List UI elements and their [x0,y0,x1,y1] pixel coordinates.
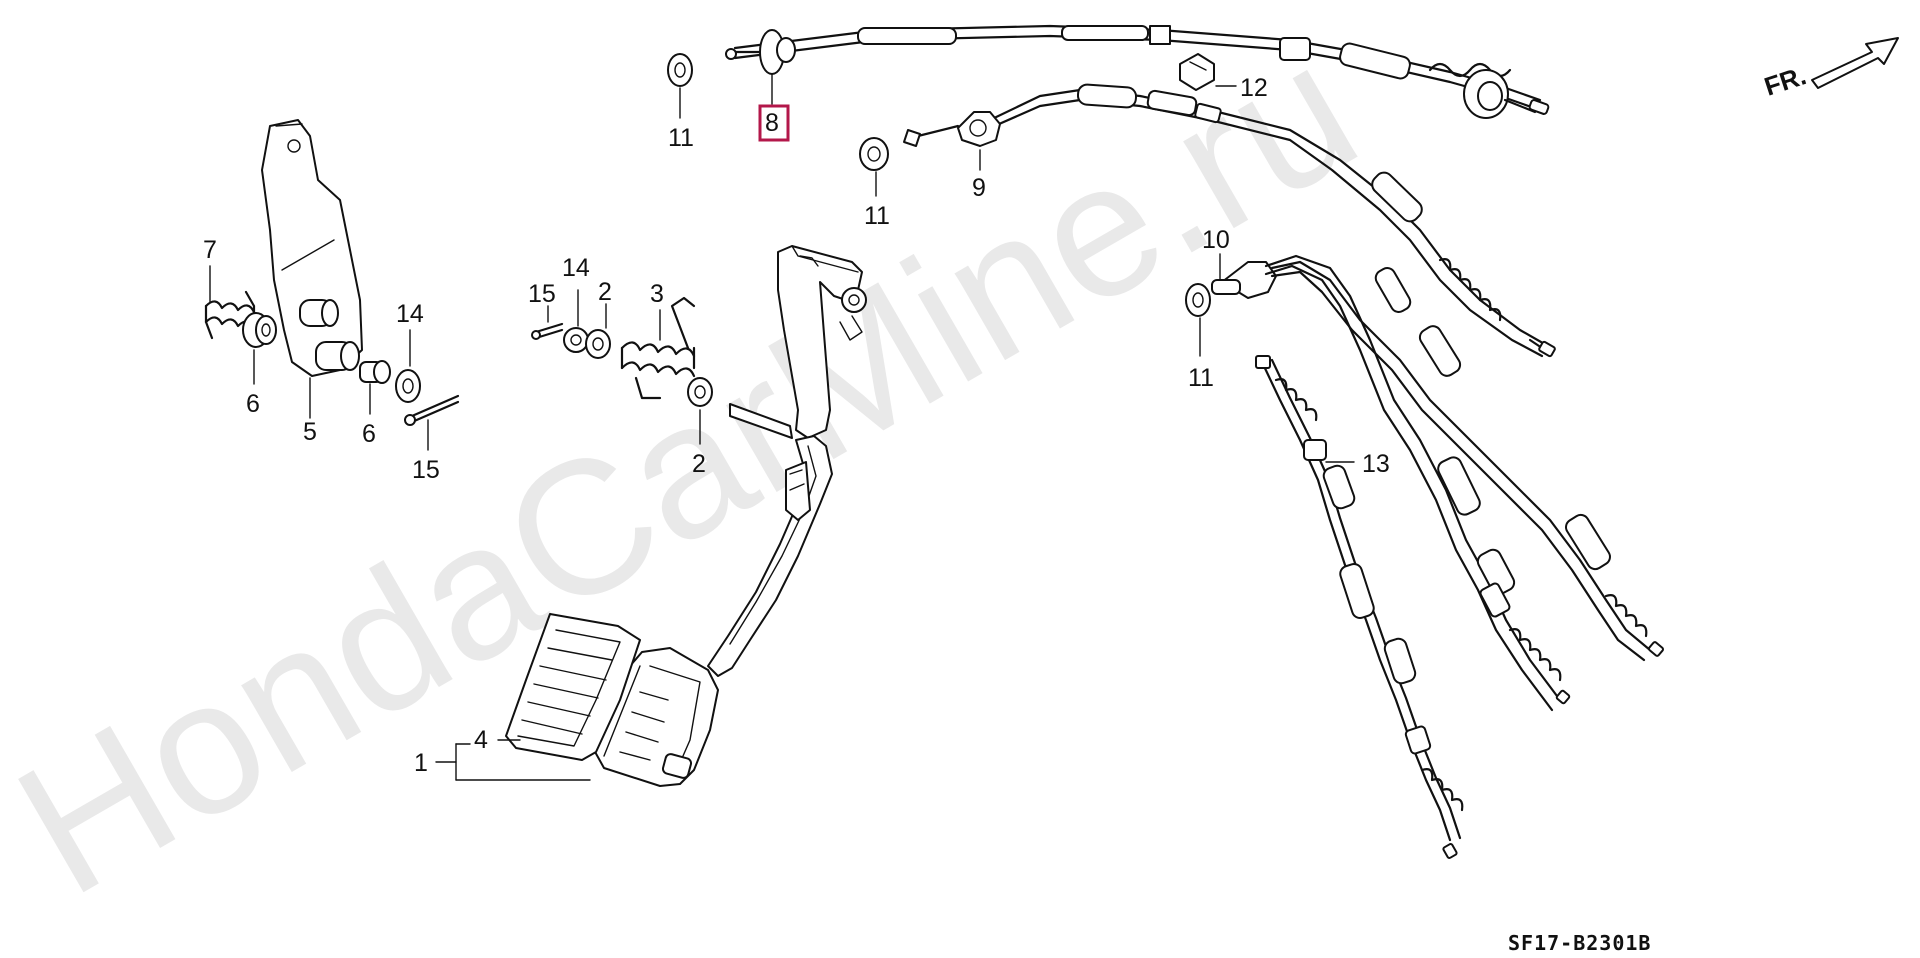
callout-4[interactable]: 4 [474,726,488,754]
front-direction-arrow: FR. [1761,37,1899,102]
callout-9[interactable]: 9 [972,174,986,202]
bushing-6-left[interactable] [242,312,277,348]
callout-7[interactable]: 7 [203,236,217,264]
callout-5[interactable]: 5 [303,418,317,446]
accelerator-pedal-assembly-1[interactable] [593,245,867,787]
washer-14-left[interactable] [395,369,421,403]
pedal-spring-3[interactable] [620,296,696,400]
control-cable-13[interactable] [1255,355,1464,859]
callout-6-b[interactable]: 6 [362,420,376,448]
throttle-cable-8[interactable] [725,24,1550,119]
callout-11-b[interactable]: 11 [864,202,890,230]
cotter-pin-15-left[interactable] [404,394,460,426]
washer-11-top[interactable] [667,53,693,87]
washer-11-right[interactable] [1185,283,1211,317]
washer-2-lower[interactable] [687,377,713,407]
callout-1[interactable]: 1 [414,749,428,777]
bushing-6-right[interactable] [359,360,391,384]
washer-2-upper[interactable] [585,329,611,359]
pedal-bracket-5[interactable] [261,119,363,377]
washer-11-middle[interactable] [859,137,889,171]
cable-set-10[interactable] [1211,254,1664,712]
callout-13[interactable]: 13 [1362,450,1390,478]
cable-clip-12[interactable] [1179,53,1215,91]
pedal-pad-4[interactable] [505,613,641,761]
callout-11-a[interactable]: 11 [668,124,694,152]
callout-8-highlight [758,104,790,142]
callout-10[interactable]: 10 [1202,226,1230,254]
callout-14-b[interactable]: 14 [562,254,590,282]
callout-2-b[interactable]: 2 [692,450,706,478]
callout-3[interactable]: 3 [650,280,664,308]
callout-6-a[interactable]: 6 [246,390,260,418]
callout-11-c[interactable]: 11 [1188,364,1214,392]
callout-15-a[interactable]: 15 [528,280,556,308]
cotter-pin-15-middle[interactable] [531,322,564,340]
callout-2-a[interactable]: 2 [598,278,612,306]
callout-15-b[interactable]: 15 [412,456,440,484]
callout-12[interactable]: 12 [1240,74,1268,102]
callout-14-a[interactable]: 14 [396,300,424,328]
throttle-cable-9[interactable] [903,83,1556,358]
diagram-code: SF17-B2301B [1508,931,1651,955]
front-direction-label: FR. [1761,60,1810,101]
washer-14-middle[interactable] [563,327,589,353]
callout-8[interactable]: 8 [765,109,779,137]
